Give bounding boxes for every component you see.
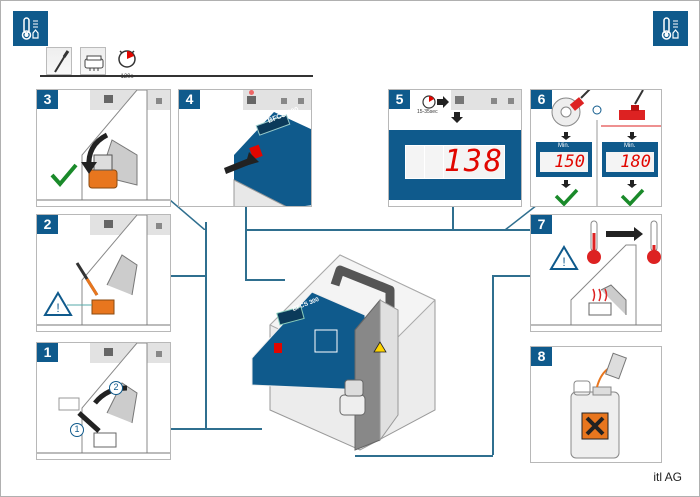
connector-line [245, 229, 537, 231]
segment-digit-blank [424, 146, 443, 178]
min-value-left: 150 [540, 152, 588, 172]
step-panel-7: 7 ! [530, 214, 662, 332]
min-value-right: 180 [606, 152, 654, 172]
min-label: Min. [624, 143, 636, 149]
start-key-icon [104, 95, 113, 103]
step-panel-4: 4 BFCS 300 [178, 89, 312, 207]
timer-label: 15-35sec [417, 109, 438, 115]
pipette-tool [46, 47, 72, 75]
thermometer-heat-icon [13, 11, 48, 46]
step-number: 7 [531, 215, 552, 234]
stopwatch-tool: 120s [115, 47, 139, 80]
key-icon [508, 98, 514, 104]
connector-line [245, 205, 247, 280]
cooldown-illustration [531, 220, 661, 326]
stopwatch-icon [118, 50, 136, 68]
key-icon [156, 351, 162, 357]
connector-line [245, 279, 285, 281]
bfcs-300-device [251, 254, 436, 451]
clamp-illustration [37, 90, 170, 201]
svg-text:!: ! [56, 301, 59, 315]
check-icon [50, 163, 78, 188]
warning-icon: ! [43, 291, 73, 316]
step-number: 4 [179, 90, 200, 109]
connector-line [492, 275, 530, 277]
disposal-canister-illustration [570, 352, 627, 459]
step-number: 5 [389, 90, 410, 109]
brake-illustrations [551, 90, 661, 206]
adapter-placement-illustration [37, 343, 170, 454]
temperature-display: 138 [389, 130, 521, 200]
thermometer-heat-icon-right [653, 11, 688, 46]
segment-display: 138 [405, 145, 505, 179]
key-icon [156, 98, 162, 104]
key-icon [156, 223, 162, 229]
arrow-down-icon [451, 112, 463, 123]
step-panel-6: 6 Min. 150 Min. 180 [530, 89, 662, 207]
adapter-cap-icon [84, 55, 104, 71]
start-key-icon [247, 96, 256, 104]
start-key-icon [104, 220, 113, 228]
start-bar [451, 90, 521, 110]
step-panel-1: 1 1 2 [36, 342, 171, 460]
stopwatch-label: 120s [120, 74, 134, 80]
marker-1: 1 [70, 423, 84, 437]
start-led-icon [249, 90, 254, 95]
connector-line [452, 205, 454, 230]
segment-digit-blank [406, 146, 424, 178]
adapter-cap-tool [80, 47, 106, 75]
display-value: 138 [443, 144, 504, 179]
step-number: 3 [37, 90, 58, 109]
step-panel-8: 8 [530, 346, 662, 463]
min-display-right: Min. 180 [602, 142, 658, 177]
min-display-left: Min. 150 [536, 142, 592, 177]
footer-credit: itl AG [653, 470, 682, 484]
device-closeup [224, 112, 311, 206]
connector-line [492, 275, 494, 455]
pipette-icon [54, 50, 70, 73]
start-key-icon [455, 96, 464, 104]
key-icon [491, 98, 497, 104]
header-rule [40, 75, 313, 77]
marker-2: 2 [109, 381, 123, 395]
step-number: 8 [531, 347, 552, 366]
stopwatch-icon [422, 95, 449, 109]
step-panel-5: 5 15-35sec 138 [388, 89, 522, 207]
step-number: 2 [37, 215, 58, 234]
key-icon [298, 98, 304, 104]
connector-line [355, 455, 493, 457]
min-label: Min. [558, 143, 570, 149]
start-key-icon [104, 348, 113, 356]
step-panel-2: 2 ! [36, 214, 171, 332]
connector-diagonal [170, 200, 206, 230]
step-panel-3: 3 [36, 89, 171, 207]
connector-line [170, 428, 262, 430]
step-number: 1 [37, 343, 58, 362]
warning-icon: ! [549, 245, 579, 270]
connector-diagonal [505, 205, 538, 231]
connector-line [170, 275, 205, 277]
key-icon [281, 98, 287, 104]
step-number: 6 [531, 90, 552, 109]
svg-text:!: ! [562, 255, 565, 269]
connector-line [205, 222, 207, 429]
pipette-illustration [37, 215, 170, 326]
start-bar [243, 90, 311, 110]
